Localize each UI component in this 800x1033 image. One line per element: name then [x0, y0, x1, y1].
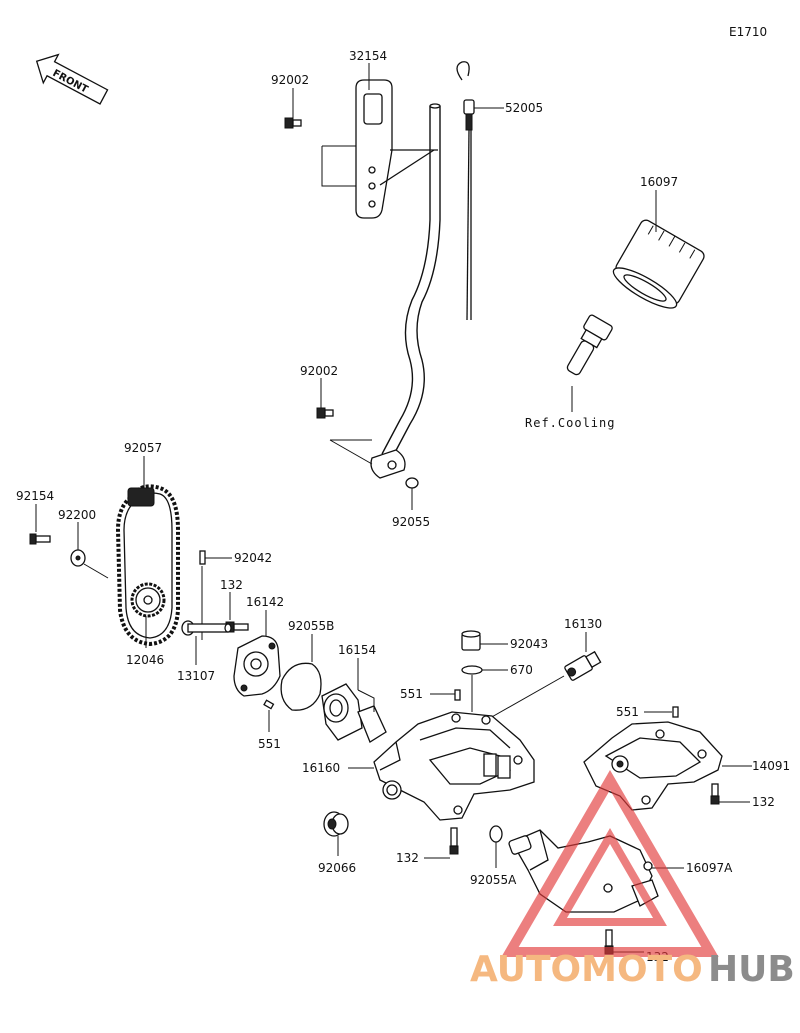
label-16160: 16160 [302, 761, 340, 775]
pin-551-pump [263, 699, 275, 710]
label-551-right: 551 [616, 705, 639, 719]
label-16097A: 16097A [686, 861, 733, 875]
label-13107: 13107 [177, 669, 215, 683]
label-92002-top: 92002 [271, 73, 309, 87]
label-16097: 16097 [640, 175, 678, 189]
washer-92200 [70, 549, 86, 567]
sprocket-12046 [130, 582, 166, 618]
bolt-132-right [710, 783, 720, 805]
diagram-code: E1710 [729, 25, 767, 39]
bolt-132-lower [449, 827, 459, 855]
label-551-pan: 551 [400, 687, 423, 701]
label-92055: 92055 [392, 515, 430, 529]
pin-551-pan [454, 689, 461, 701]
label-670: 670 [510, 663, 533, 677]
label-92154: 92154 [16, 489, 54, 503]
label-132-pump: 132 [220, 578, 243, 592]
label-92043: 92043 [510, 637, 548, 651]
label-16130: 16130 [564, 617, 602, 631]
damper-92066 [323, 811, 349, 837]
label-92057: 92057 [124, 441, 162, 455]
label-132-lower: 132 [396, 851, 419, 865]
label-16142: 16142 [246, 595, 284, 609]
label-92200: 92200 [58, 508, 96, 522]
pin-92042 [199, 550, 206, 565]
label-ref-cooling: Ref.Cooling [525, 416, 615, 430]
oil-pan-16160 [373, 711, 535, 821]
label-14091: 14091 [752, 759, 790, 773]
label-92055A: 92055A [470, 873, 517, 887]
o-ring-92055 [405, 477, 419, 489]
label-551-pump: 551 [258, 737, 281, 751]
label-92002-mid: 92002 [300, 364, 338, 378]
label-16154: 16154 [338, 643, 376, 657]
label-132-right: 132 [752, 795, 775, 809]
strainer-16154 [321, 683, 387, 743]
watermark-hub: HUB [708, 949, 795, 990]
label-92066: 92066 [318, 861, 356, 875]
oil-cooler-16097A [508, 829, 659, 913]
oil-filler-tube [370, 103, 441, 479]
chain-92057 [115, 484, 180, 647]
cooling-fitting [566, 314, 613, 376]
relief-valve-16130 [564, 650, 602, 681]
label-92055B: 92055B [288, 619, 334, 633]
watermark-logo: AUTOMOTO HUB [470, 770, 795, 990]
pin-551-right [672, 706, 679, 718]
label-52005: 52005 [505, 101, 543, 115]
shaft-13107 [181, 620, 232, 636]
o-ring-670 [461, 665, 483, 675]
label-92042: 92042 [234, 551, 272, 565]
bolt-92002-top [284, 117, 302, 129]
oil-filter-16097 [612, 219, 705, 309]
watermark-auto: AUTOMOTO [470, 949, 703, 990]
collar-92043 [461, 630, 481, 651]
bolt-92002-mid [316, 407, 334, 419]
bolt-92154 [29, 533, 51, 545]
label-12046: 12046 [126, 653, 164, 667]
oil-pump-16142 [233, 635, 281, 697]
dipstick-52005 [456, 61, 475, 321]
bracket-32154 [355, 79, 438, 219]
o-ring-92055B [280, 662, 322, 711]
o-ring-92055A [489, 825, 503, 843]
front-arrow-icon: FRONT [35, 53, 109, 105]
label-32154: 32154 [349, 49, 387, 63]
